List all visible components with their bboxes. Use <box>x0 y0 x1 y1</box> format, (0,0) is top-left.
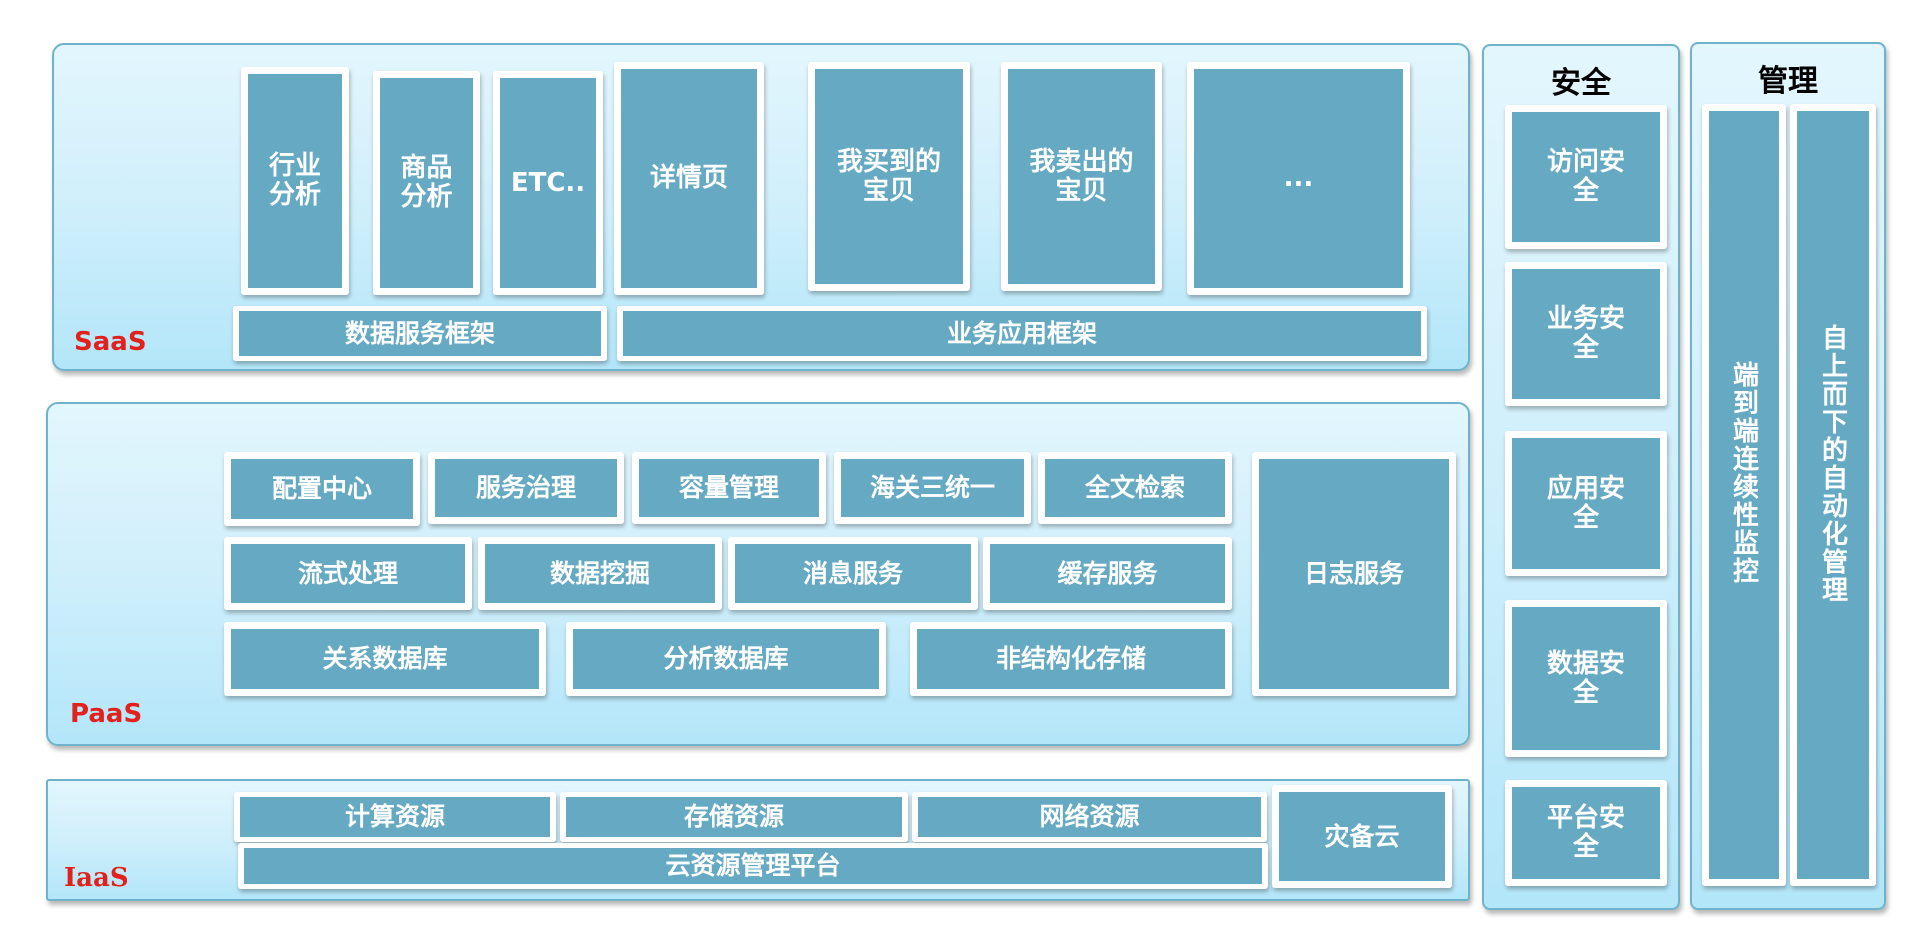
management-e2e-monitoring[interactable]: 端到端连续性监控 <box>1702 104 1786 886</box>
security-platform[interactable]: 平台安 全 <box>1505 780 1667 886</box>
security-item-label: 业务安 全 <box>1512 269 1660 399</box>
iaas-label: IaaS <box>64 863 129 893</box>
iaas-resource-label: 存储资源 <box>566 797 902 837</box>
saas-app-industry-analysis[interactable]: 行业 分析 <box>241 67 349 295</box>
iaas-storage-resources[interactable]: 存储资源 <box>560 792 908 842</box>
saas-app-more[interactable]: ... <box>1187 62 1410 295</box>
paas-fulltext-search[interactable]: 全文检索 <box>1038 452 1232 524</box>
framework-label: 数据服务框架 <box>239 311 601 356</box>
saas-app-items-sold[interactable]: 我卖出的 宝贝 <box>1001 62 1162 291</box>
paas-service-label: 关系数据库 <box>231 629 539 689</box>
paas-log-service[interactable]: 日志服务 <box>1252 452 1456 696</box>
framework-label: 业务应用框架 <box>623 311 1421 356</box>
iaas-disaster-recovery-cloud[interactable]: 灾备云 <box>1272 785 1452 888</box>
iaas-resource-label: 计算资源 <box>240 797 550 837</box>
paas-unstructured-storage[interactable]: 非结构化存储 <box>910 622 1232 696</box>
saas-app-label: 行业 分析 <box>248 74 342 288</box>
paas-service-label: 日志服务 <box>1259 459 1449 689</box>
iaas-compute-resources[interactable]: 计算资源 <box>234 792 556 842</box>
saas-app-product-analysis[interactable]: 商品 分析 <box>373 71 480 295</box>
saas-app-label: ... <box>1194 69 1403 288</box>
security-access[interactable]: 访问安 全 <box>1505 105 1667 249</box>
saas-app-items-bought[interactable]: 我买到的 宝贝 <box>808 62 970 291</box>
paas-service-label: 配置中心 <box>231 459 413 519</box>
paas-service-label: 缓存服务 <box>990 544 1225 603</box>
saas-app-etc[interactable]: ETC.. <box>493 71 603 295</box>
paas-label: PaaS <box>70 699 143 729</box>
management-topdown-automation[interactable]: 自上而下的自动化管理 <box>1790 104 1876 886</box>
iaas-resource-label: 网络资源 <box>918 797 1261 837</box>
paas-relational-db[interactable]: 关系数据库 <box>224 622 546 696</box>
security-item-label: 应用安 全 <box>1512 438 1660 569</box>
paas-service-label: 服务治理 <box>435 459 617 517</box>
saas-business-app-framework[interactable]: 业务应用框架 <box>617 306 1427 361</box>
paas-service-label: 数据挖掘 <box>485 544 715 603</box>
management-item-label: 端到端连续性监控 <box>1728 361 1759 585</box>
paas-service-label: 消息服务 <box>735 544 971 603</box>
paas-service-label: 容量管理 <box>639 459 819 517</box>
paas-customs-unification[interactable]: 海关三统一 <box>834 452 1031 524</box>
security-item-label: 访问安 全 <box>1512 112 1660 242</box>
iaas-platform-label: 云资源管理平台 <box>244 848 1262 884</box>
paas-stream-processing[interactable]: 流式处理 <box>224 537 472 610</box>
saas-app-label: 详情页 <box>621 69 757 288</box>
management-title: 管理 <box>1758 64 1818 99</box>
saas-app-label: 商品 分析 <box>380 78 473 288</box>
security-item-label: 数据安 全 <box>1512 607 1660 750</box>
management-item-label: 自上而下的自动化管理 <box>1817 324 1848 604</box>
paas-config-center[interactable]: 配置中心 <box>224 452 420 526</box>
paas-service-label: 流式处理 <box>231 544 465 603</box>
paas-cache-service[interactable]: 缓存服务 <box>983 537 1232 610</box>
saas-data-service-framework[interactable]: 数据服务框架 <box>233 306 607 361</box>
security-business[interactable]: 业务安 全 <box>1505 262 1667 406</box>
paas-capacity-management[interactable]: 容量管理 <box>632 452 826 524</box>
saas-app-label: ETC.. <box>500 78 596 288</box>
paas-data-mining[interactable]: 数据挖掘 <box>478 537 722 610</box>
paas-service-label: 非结构化存储 <box>917 629 1225 689</box>
iaas-cloud-resource-platform[interactable]: 云资源管理平台 <box>238 843 1268 889</box>
security-application[interactable]: 应用安 全 <box>1505 431 1667 576</box>
paas-service-label: 全文检索 <box>1045 459 1225 517</box>
iaas-dr-label: 灾备云 <box>1279 792 1445 881</box>
security-item-label: 平台安 全 <box>1512 787 1660 879</box>
iaas-network-resources[interactable]: 网络资源 <box>912 792 1267 842</box>
paas-message-service[interactable]: 消息服务 <box>728 537 978 610</box>
paas-service-label: 分析数据库 <box>573 629 879 689</box>
saas-app-detail-page[interactable]: 详情页 <box>614 62 764 295</box>
security-data[interactable]: 数据安 全 <box>1505 600 1667 757</box>
paas-service-label: 海关三统一 <box>841 459 1024 517</box>
paas-analytical-db[interactable]: 分析数据库 <box>566 622 886 696</box>
paas-service-governance[interactable]: 服务治理 <box>428 452 624 524</box>
saas-app-label: 我买到的 宝贝 <box>815 69 963 284</box>
saas-label: SaaS <box>74 327 147 357</box>
security-title: 安全 <box>1551 66 1611 101</box>
saas-app-label: 我卖出的 宝贝 <box>1008 69 1155 284</box>
